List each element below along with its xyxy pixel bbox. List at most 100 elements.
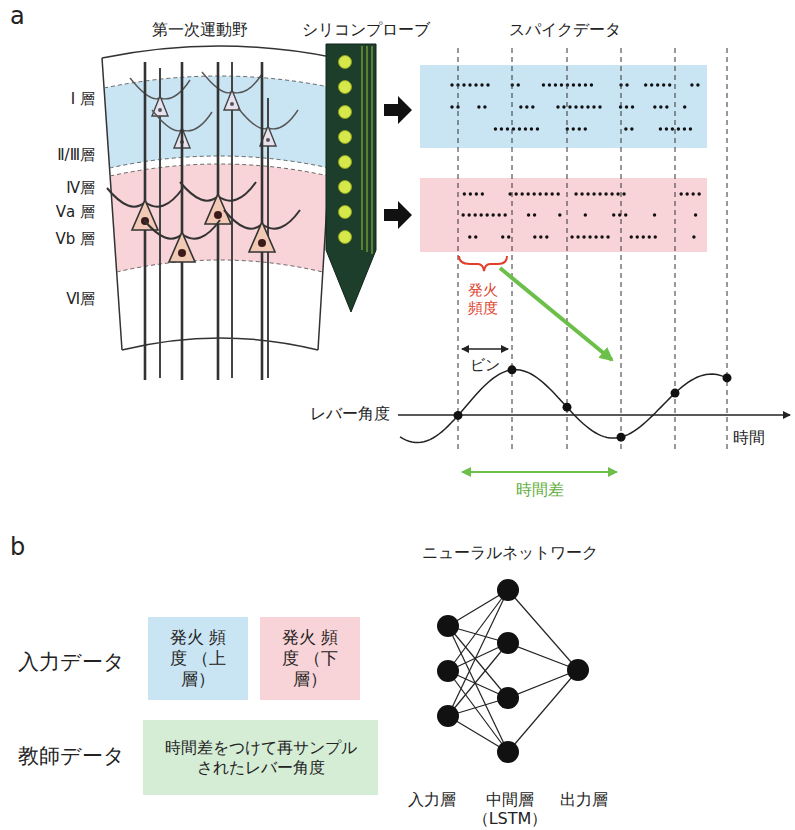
- spike: [508, 192, 511, 195]
- dendrite: [181, 62, 184, 380]
- spike: [650, 83, 653, 86]
- spike: [469, 192, 472, 195]
- spike: [532, 192, 535, 195]
- spike: [518, 127, 521, 130]
- spike: [630, 127, 633, 130]
- spike: [588, 235, 591, 238]
- neuron: [224, 90, 240, 110]
- box-text: 時間差をつけて再サンプル されたレバー角度: [160, 738, 362, 778]
- spike: [606, 235, 609, 238]
- spike: [538, 192, 541, 195]
- lever-angle-curve: [400, 370, 730, 443]
- weight-line: [448, 643, 508, 716]
- weight-line: [508, 643, 578, 670]
- spike: [479, 213, 482, 216]
- spike: [625, 83, 628, 86]
- layer-boundary: [110, 156, 330, 168]
- unit: [497, 579, 519, 601]
- spike: [497, 213, 500, 216]
- label: Ⅱ/Ⅲ層: [57, 146, 95, 164]
- spike: [625, 105, 628, 108]
- sample-dot: [671, 389, 680, 398]
- spike: [622, 192, 625, 195]
- spike: [630, 235, 633, 238]
- spike: [574, 192, 577, 195]
- spike: [554, 83, 557, 86]
- spike: [520, 192, 523, 195]
- spike: [665, 127, 668, 130]
- spike: [494, 127, 497, 130]
- bin-line: [512, 48, 513, 452]
- electrode: [339, 56, 352, 69]
- spike: [592, 105, 595, 108]
- spike: [696, 83, 699, 86]
- spike: [507, 235, 510, 238]
- spike: [671, 127, 674, 130]
- label: 発火 頻度: [465, 281, 501, 317]
- label: 時間: [733, 428, 765, 447]
- spike: [586, 105, 589, 108]
- spike: [612, 213, 615, 216]
- label: 中間層 （LSTM）: [468, 790, 551, 828]
- spike: [572, 83, 575, 86]
- spike: [578, 83, 581, 86]
- spike: [568, 105, 571, 108]
- sample-dot: [563, 403, 572, 412]
- bin-line: [621, 48, 622, 452]
- spike: [668, 83, 671, 86]
- spike: [467, 213, 470, 216]
- spike: [665, 105, 668, 108]
- spike: [486, 83, 489, 86]
- spike: [526, 192, 529, 195]
- spike: [474, 83, 477, 86]
- unit: [437, 660, 459, 682]
- spike: [683, 127, 686, 130]
- spike: [648, 235, 651, 238]
- nucleus: [178, 249, 186, 257]
- arrow-icon: [384, 96, 412, 124]
- spike: [545, 235, 548, 238]
- data-box: 発火 頻度 （上層）: [148, 617, 248, 700]
- spike: [662, 83, 665, 86]
- spike: [631, 105, 634, 108]
- spike: [519, 105, 522, 108]
- green-arrow: [500, 268, 612, 360]
- spike: [697, 192, 700, 195]
- spike: [562, 105, 565, 108]
- spike: [691, 192, 694, 195]
- spike: [475, 192, 478, 195]
- label: Ⅴa 層: [56, 203, 95, 221]
- spike: [558, 213, 561, 216]
- unit: [497, 741, 519, 763]
- unit: [497, 687, 519, 709]
- neural-network: [437, 579, 589, 763]
- spike: [690, 83, 693, 86]
- unit: [437, 615, 459, 637]
- spike: [539, 235, 542, 238]
- spike: [578, 127, 581, 130]
- spike: [500, 127, 503, 130]
- spike: [570, 235, 573, 238]
- electrode: [339, 231, 352, 244]
- data-box: 発火 頻度 （下層）: [260, 617, 360, 700]
- spike: [550, 192, 553, 195]
- label: Ⅰ 層: [71, 90, 95, 108]
- layer-boundary: [110, 164, 329, 176]
- spike: [501, 235, 504, 238]
- unit: [567, 659, 589, 681]
- spike: [503, 213, 506, 216]
- spike: [536, 127, 539, 130]
- weight-line: [508, 670, 578, 698]
- spike: [574, 105, 577, 108]
- spike: [468, 235, 471, 238]
- spike: [533, 235, 536, 238]
- sample-dot: [508, 365, 517, 374]
- spike: [654, 235, 657, 238]
- spike: [642, 235, 645, 238]
- spike: [450, 83, 453, 86]
- label: 第一次運動野: [152, 20, 248, 39]
- spike: [598, 105, 601, 108]
- label: b: [10, 533, 25, 562]
- weight-line: [508, 670, 578, 752]
- spike: [679, 192, 682, 195]
